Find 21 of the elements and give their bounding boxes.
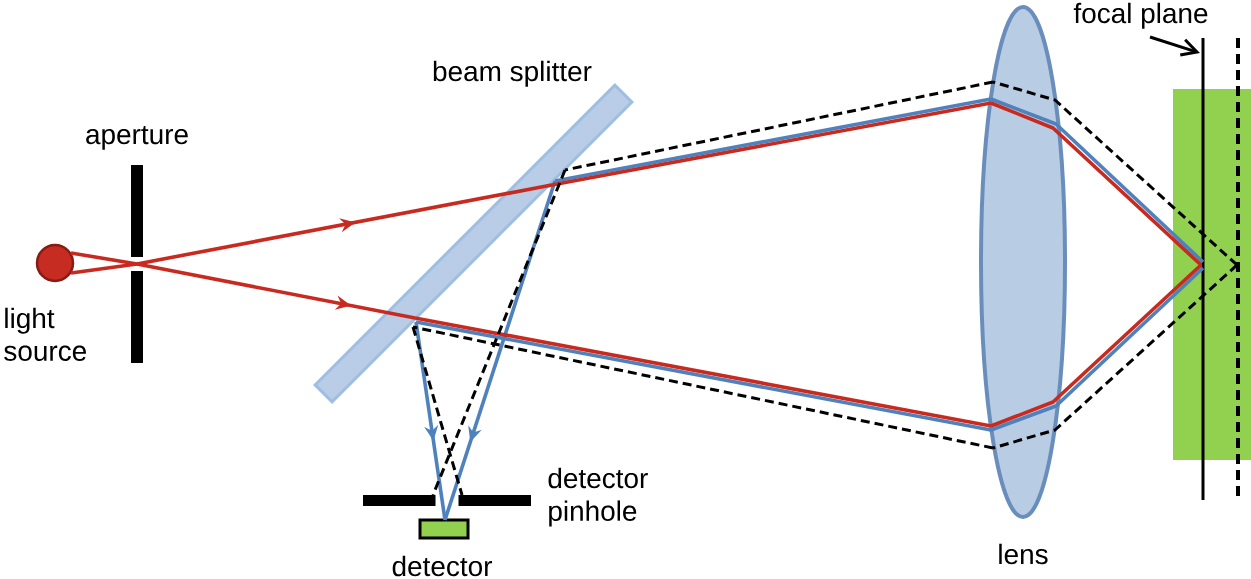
callout-label: focal plane xyxy=(1073,2,1208,29)
light-ray xyxy=(414,321,447,521)
light-ray xyxy=(70,262,138,275)
component-label: detector xyxy=(392,555,492,577)
component-label: lens xyxy=(999,543,1048,565)
light-ray xyxy=(136,262,416,320)
dashed-ray xyxy=(412,325,994,450)
component-label: detector pinhole xyxy=(548,467,648,527)
light-ray xyxy=(136,182,558,266)
dashed-ray xyxy=(431,169,567,496)
dashed-ray xyxy=(411,326,464,496)
focal-plane-line xyxy=(1201,38,1205,500)
component-label: beam splitter xyxy=(433,60,592,87)
component-label: light source xyxy=(4,307,86,361)
leader-arrow xyxy=(1149,35,1200,57)
light-ray xyxy=(443,180,557,521)
dashed-ray xyxy=(992,80,1238,267)
light-ray xyxy=(70,251,138,266)
dashed-ray xyxy=(564,80,994,172)
component-label: aperture xyxy=(86,125,188,150)
dashed-ray xyxy=(992,263,1238,450)
